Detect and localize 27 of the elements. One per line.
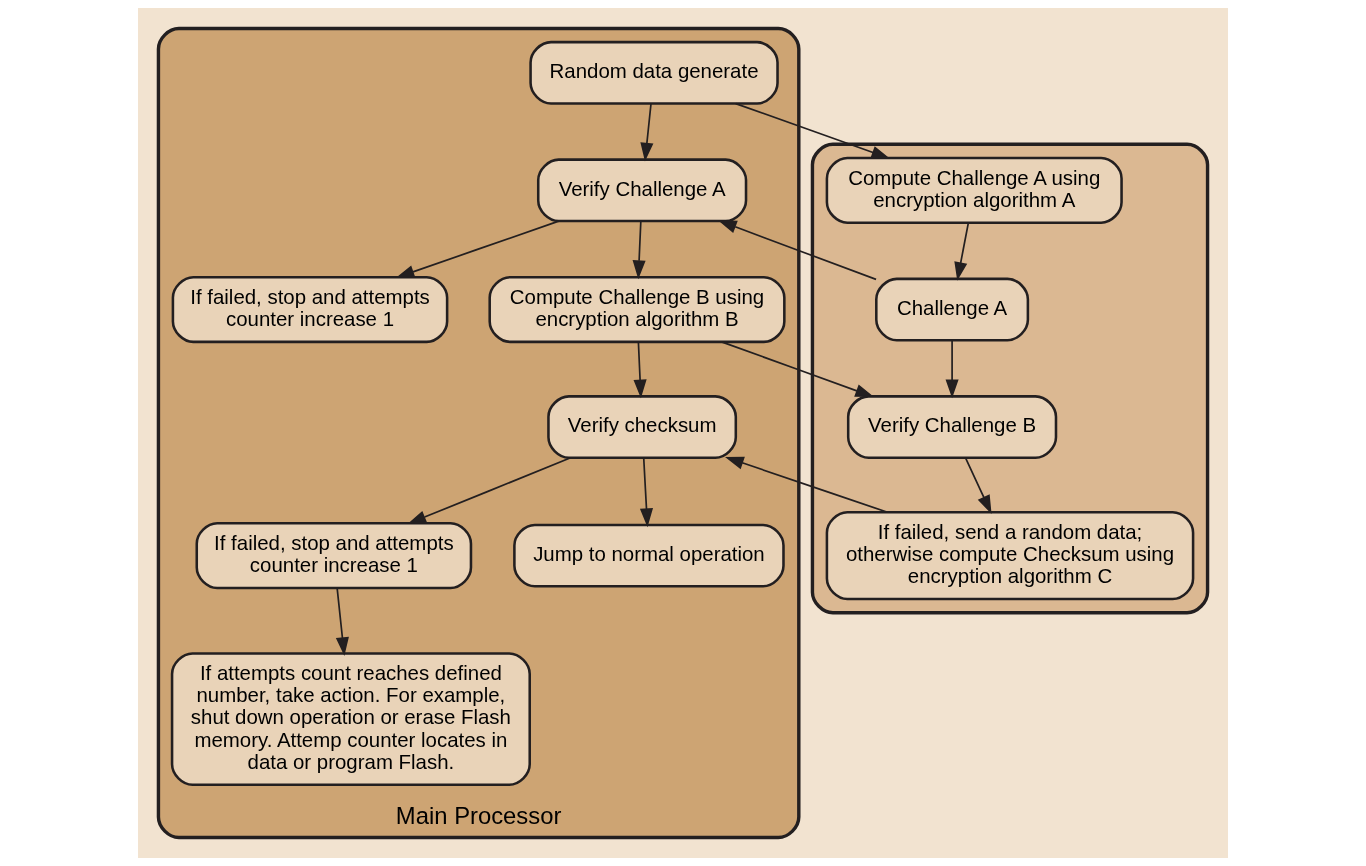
arrow	[639, 456, 654, 528]
node-box: Compute Challenge B using encryption algorithm B	[488, 275, 786, 344]
node-box: If failed, stop and attempts counter increase 1	[195, 522, 473, 590]
node-box: If failed, send a random data; otherwise compute Checksum using encryption algorithm C	[825, 510, 1195, 601]
arrow	[721, 341, 875, 398]
node-box: Jump to normal operation	[513, 523, 785, 588]
arrow	[945, 339, 959, 399]
node-box: Verify checksum	[547, 395, 738, 459]
node-box: Verify Challenge B	[846, 395, 1058, 459]
node-box: Compute Challenge A using encryption algorithm A	[825, 156, 1123, 224]
arrow	[725, 456, 888, 513]
cluster	[810, 142, 1210, 615]
arrow	[632, 220, 646, 280]
node-box: If failed, stop and attempts counter increase 1	[171, 275, 449, 344]
arrow	[717, 220, 877, 281]
arrow	[734, 102, 891, 159]
node-box: If attempts count reaches defined number, take action. For example, shut down operation or erase Flash memory. Attemp counter locates in data or program Flash.	[170, 652, 531, 786]
arrow	[633, 341, 647, 399]
arrow	[335, 587, 349, 657]
arrow	[640, 103, 654, 162]
node-box: Verify Challenge A	[536, 158, 748, 223]
node-box: Random data generate	[529, 40, 779, 105]
arrow	[407, 456, 572, 525]
arrow	[964, 456, 992, 515]
arrow	[395, 220, 560, 278]
node-box: Challenge A	[875, 277, 1030, 342]
arrow	[954, 222, 970, 281]
